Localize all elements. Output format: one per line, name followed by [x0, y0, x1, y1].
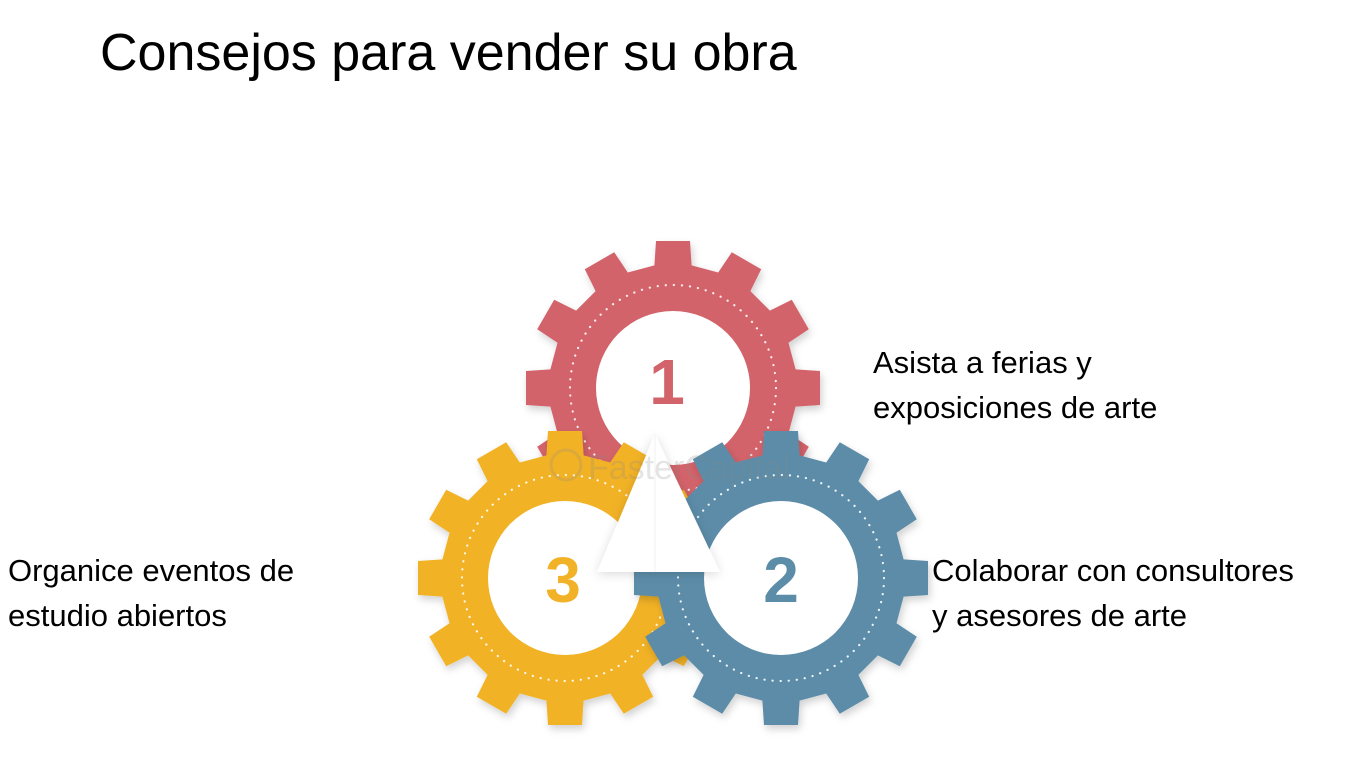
- step-1-line-1: Asista a ferias y: [873, 345, 1092, 380]
- watermark-logo-icon: [549, 448, 583, 482]
- gear-3-hub: [488, 501, 642, 655]
- gear-3-number: 3: [545, 544, 581, 616]
- watermark-text: FasterCapital: [588, 449, 790, 487]
- step-1-line-2: exposiciones de arte: [873, 390, 1158, 425]
- step-2-label: Colaborar con consultores y asesores de …: [932, 548, 1294, 638]
- gear-1-number: 1: [649, 346, 685, 418]
- step-2-line-2: y asesores de arte: [932, 598, 1188, 633]
- watermark: FasterCapital: [549, 448, 790, 487]
- gear-2: 2: [634, 431, 928, 725]
- center-triangle: [597, 434, 720, 572]
- step-3-label: Organice eventos de estudio abiertos: [8, 548, 294, 638]
- step-2-line-1: Colaborar con consultores: [932, 553, 1294, 588]
- step-3-line-1: Organice eventos de: [8, 553, 295, 588]
- step-1-label: Asista a ferias y exposiciones de arte: [873, 340, 1157, 430]
- gear-2-dotted-ring: [676, 473, 886, 683]
- gear-2-hub: [704, 501, 858, 655]
- gear-2-number: 2: [763, 544, 799, 616]
- slide-title: Consejos para vender su obra: [100, 24, 797, 82]
- step-3-line-2: estudio abiertos: [8, 598, 227, 633]
- gear-1-hub: [596, 311, 750, 465]
